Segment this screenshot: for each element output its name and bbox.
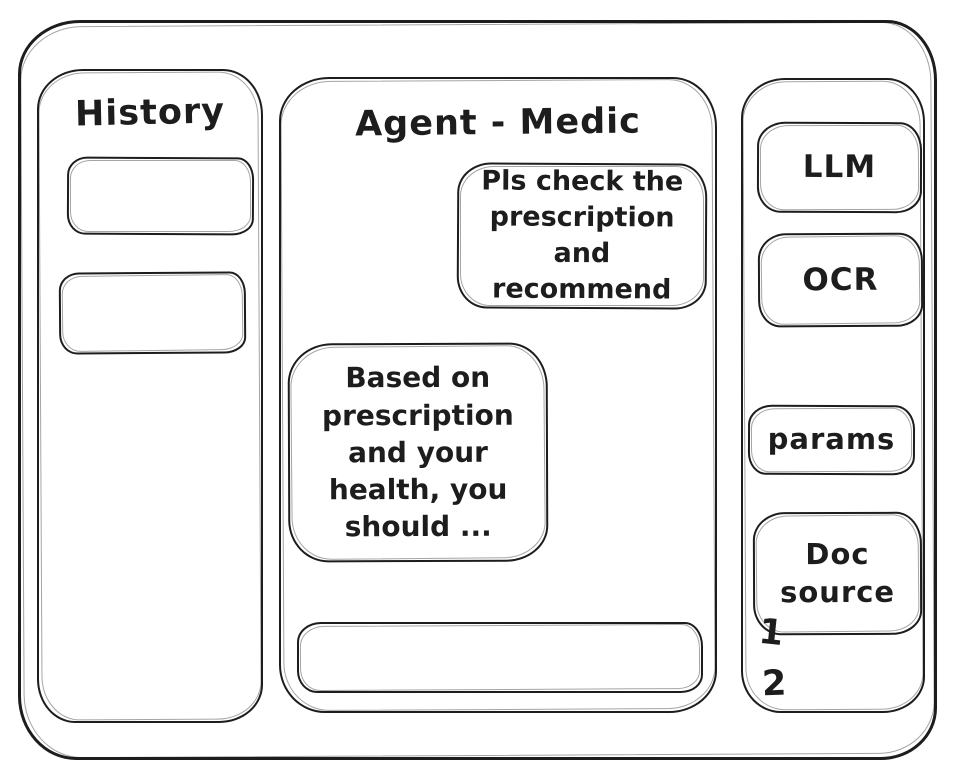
history-sidebar: History: [37, 69, 263, 723]
chat-panel: Agent - Medic Pls check the prescription…: [279, 77, 717, 713]
history-item[interactable]: [66, 156, 255, 236]
user-message-text: Pls check the prescription and recommend: [481, 165, 684, 306]
assistant-message-text: Based on prescription and your health, y…: [321, 361, 514, 544]
user-message-bubble: Pls check the prescription and recommend: [456, 162, 708, 310]
tools-sidebar: LLM OCR params Doc source 1 2: [741, 78, 925, 713]
app-window-frame: History Agent - Medic Pls check the pres…: [18, 20, 937, 760]
ocr-tool-button[interactable]: OCR: [757, 232, 924, 328]
chat-input[interactable]: [297, 622, 703, 693]
params-tool-button[interactable]: params: [747, 404, 916, 476]
history-item[interactable]: [58, 271, 247, 355]
llm-tool-button[interactable]: LLM: [756, 121, 923, 214]
chat-title: Agent - Medic: [354, 101, 642, 145]
history-title: History: [74, 91, 226, 135]
annotation-number-1: 1: [756, 611, 786, 655]
annotation-number-2: 2: [761, 663, 788, 705]
assistant-message-bubble: Based on prescription and your health, y…: [287, 342, 549, 563]
